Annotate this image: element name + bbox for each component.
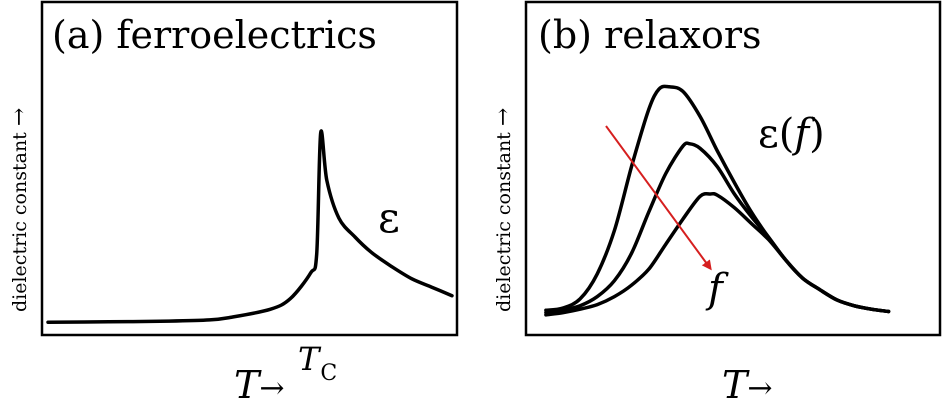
x-tick-label-tc: TC bbox=[298, 340, 337, 386]
frequency-arrow bbox=[605, 125, 712, 271]
panel-a-xlabel: T→ bbox=[234, 363, 285, 407]
panel-b-xlabel: T→ bbox=[722, 363, 773, 407]
panel-a: (a) ferroelectrics dielectric constant →… bbox=[7, 0, 459, 407]
panel-b-title: (b) relaxors bbox=[538, 13, 762, 57]
panel-a-title: (a) ferroelectrics bbox=[52, 13, 377, 57]
panel-a-frame bbox=[40, 0, 459, 337]
series-high-frequency-line bbox=[544, 191, 891, 317]
panel-b-ylabel: dielectric constant → bbox=[491, 108, 516, 312]
annotation-epsilon: ε bbox=[378, 193, 400, 242]
annotation-epsilon-f: ε(f) bbox=[758, 111, 825, 157]
panel-a-ylabel: dielectric constant → bbox=[7, 108, 32, 312]
annotation-f: f bbox=[705, 266, 729, 312]
series-epsilon-line bbox=[46, 129, 454, 324]
panel-b-frame bbox=[524, 0, 942, 337]
panel-b: (b) relaxors dielectric constant → ε(f) … bbox=[491, 0, 942, 407]
